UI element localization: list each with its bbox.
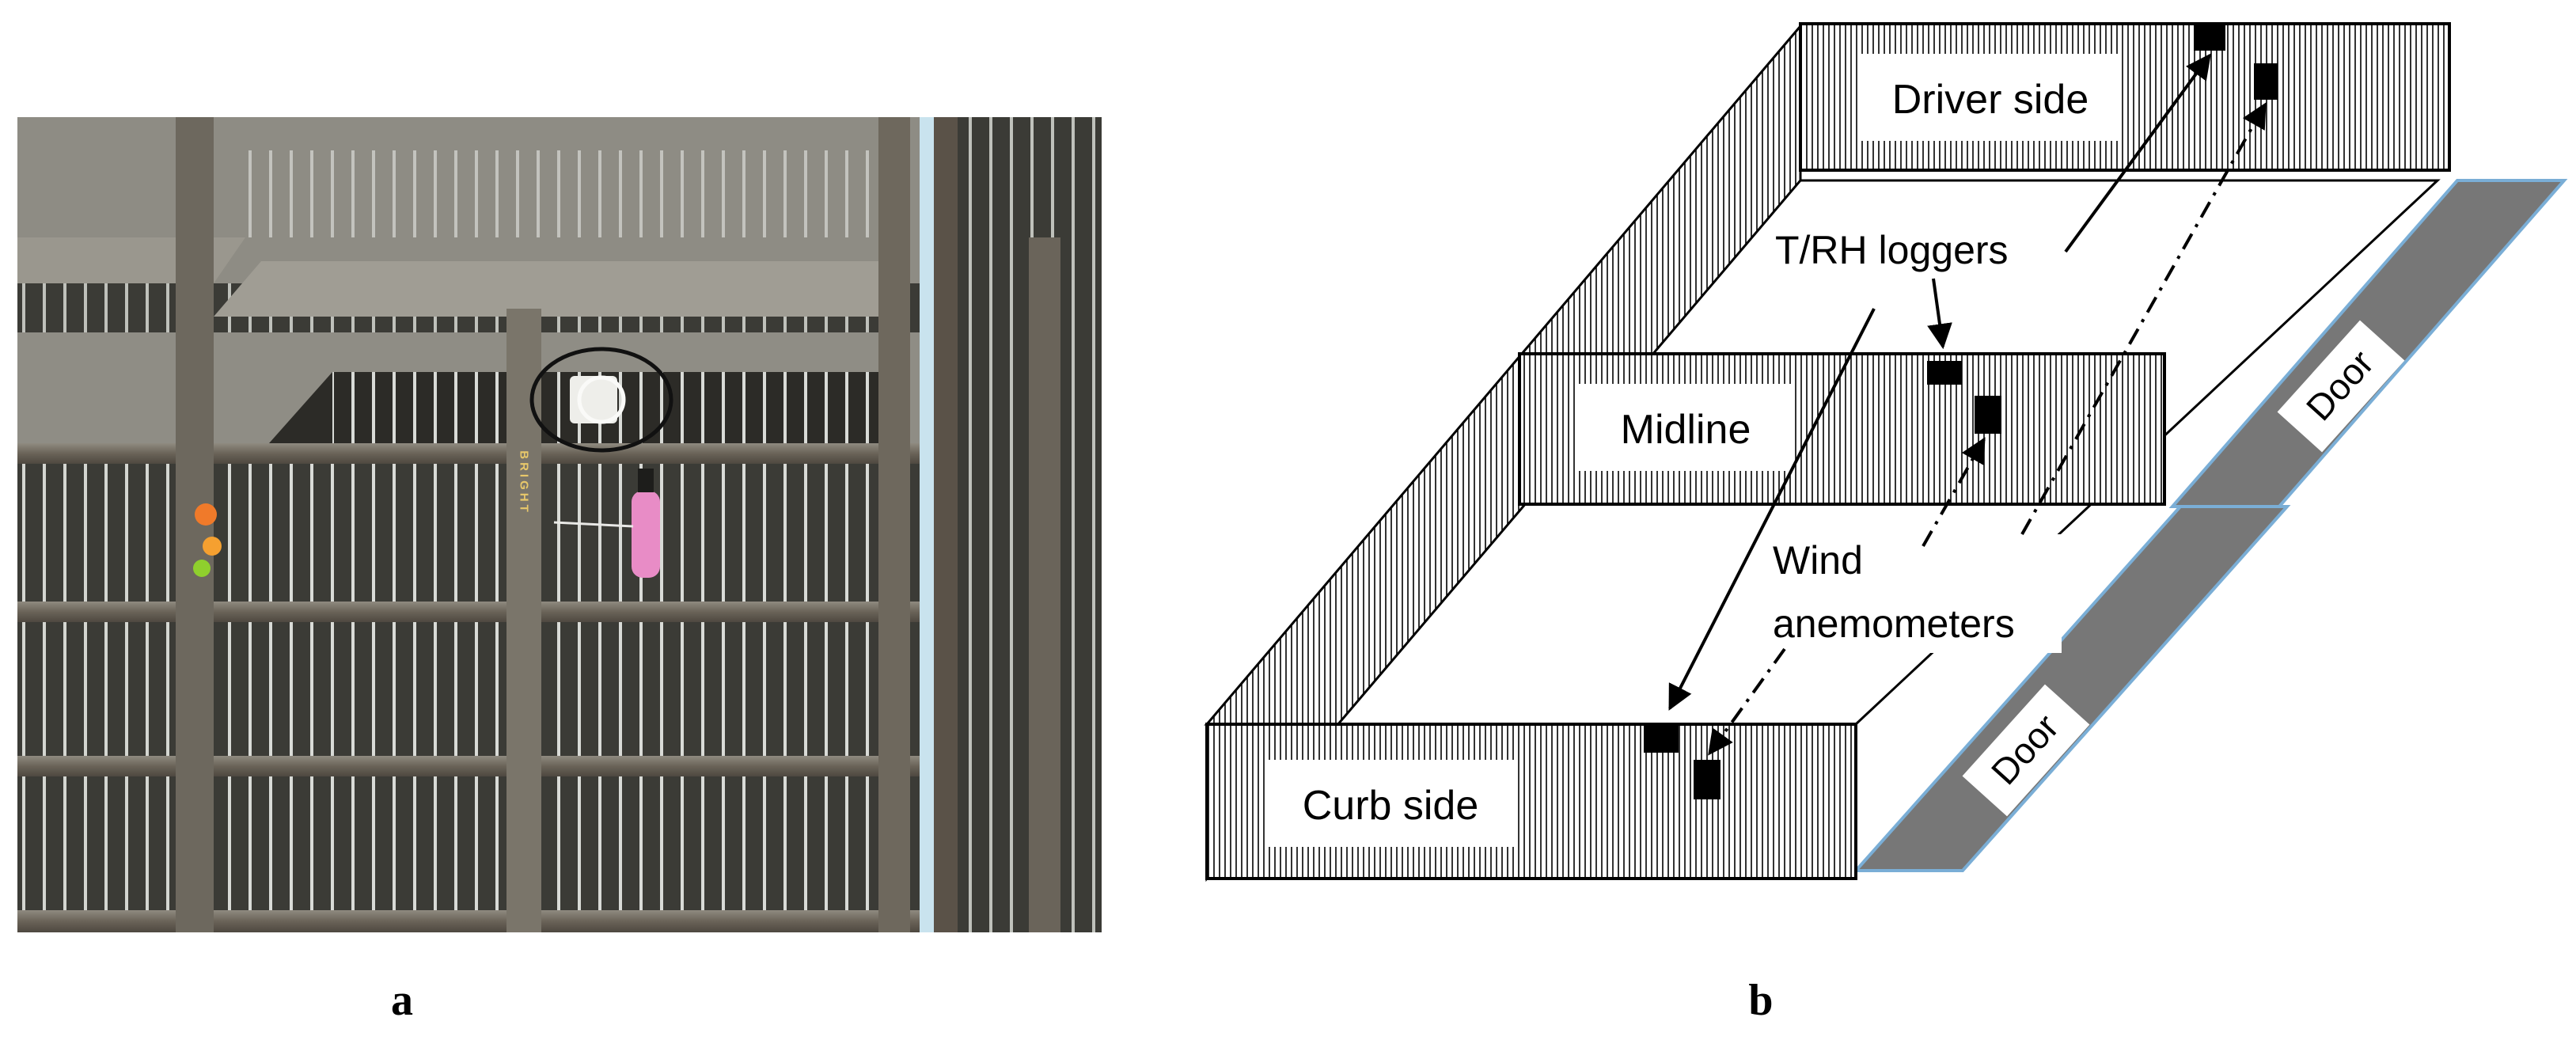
pink-sensor (632, 491, 660, 578)
loggers-arrow-midline (1927, 278, 1952, 350)
curb-label-bg (1266, 760, 1516, 847)
door-panel-lower (1852, 505, 2291, 872)
loggers-arrow-driver (2064, 53, 2211, 253)
sensor-wire (553, 521, 634, 528)
lower-grate-2 (214, 622, 910, 756)
top-tier-grate (237, 150, 902, 237)
rail-3 (17, 756, 920, 776)
curb-anemometer (1694, 760, 1720, 799)
left-grate-2 (17, 622, 176, 756)
logger-device (570, 376, 617, 423)
midline-label-bg (1579, 384, 1793, 471)
loggers-callout: T/RH loggers (1775, 228, 2009, 272)
photo-panel: BRIGHT (17, 117, 1102, 932)
lower-grate-1 (214, 464, 910, 602)
logger-circle (529, 347, 673, 453)
loggers-arrow-curb (1668, 308, 1876, 711)
wind-arrow-curb (1708, 647, 1786, 756)
wind-callout-bg (1769, 534, 2062, 653)
ribbon-orange-1 (195, 503, 217, 526)
lower-grate-3 (214, 776, 910, 910)
curb-logger (1644, 724, 1679, 753)
hopper-mid (214, 261, 910, 317)
midline-anemometer (1975, 396, 2001, 434)
wind-callout-line2: anemometers (1773, 602, 2015, 646)
post-stencil: BRIGHT (518, 450, 531, 515)
wind-callout-line1: Wind (1773, 538, 1863, 583)
left-grate-3 (17, 776, 176, 910)
rail-4 (17, 910, 920, 932)
caption-b: b (1748, 976, 1773, 1025)
left-grate-1 (17, 464, 176, 602)
driver-logger-1 (2194, 24, 2225, 51)
wind-arrow-driver (2020, 102, 2267, 535)
curb-label: Curb side (1303, 783, 1479, 829)
ribbon-green (193, 560, 211, 577)
diagram-panel: Door Door Driver side Midline Curb side … (1204, 22, 2568, 882)
sensor-cap (638, 469, 654, 492)
right-crate-stack (934, 117, 1102, 932)
ribbon-orange-2 (203, 537, 222, 556)
midline-label: Midline (1621, 407, 1751, 453)
driver-label-bg (1860, 54, 2121, 141)
driver-anemometer (2254, 63, 2278, 100)
rail-1 (17, 443, 920, 464)
right-crate-frame (934, 117, 958, 932)
logger-coil (577, 375, 626, 424)
rail-2 (17, 602, 920, 622)
driver-label: Driver side (1892, 77, 2089, 123)
right-crate-post (1029, 237, 1060, 932)
caption-a: a (391, 976, 413, 1025)
post-center (506, 309, 541, 932)
post-right (878, 117, 910, 932)
midline-logger (1927, 361, 1962, 385)
